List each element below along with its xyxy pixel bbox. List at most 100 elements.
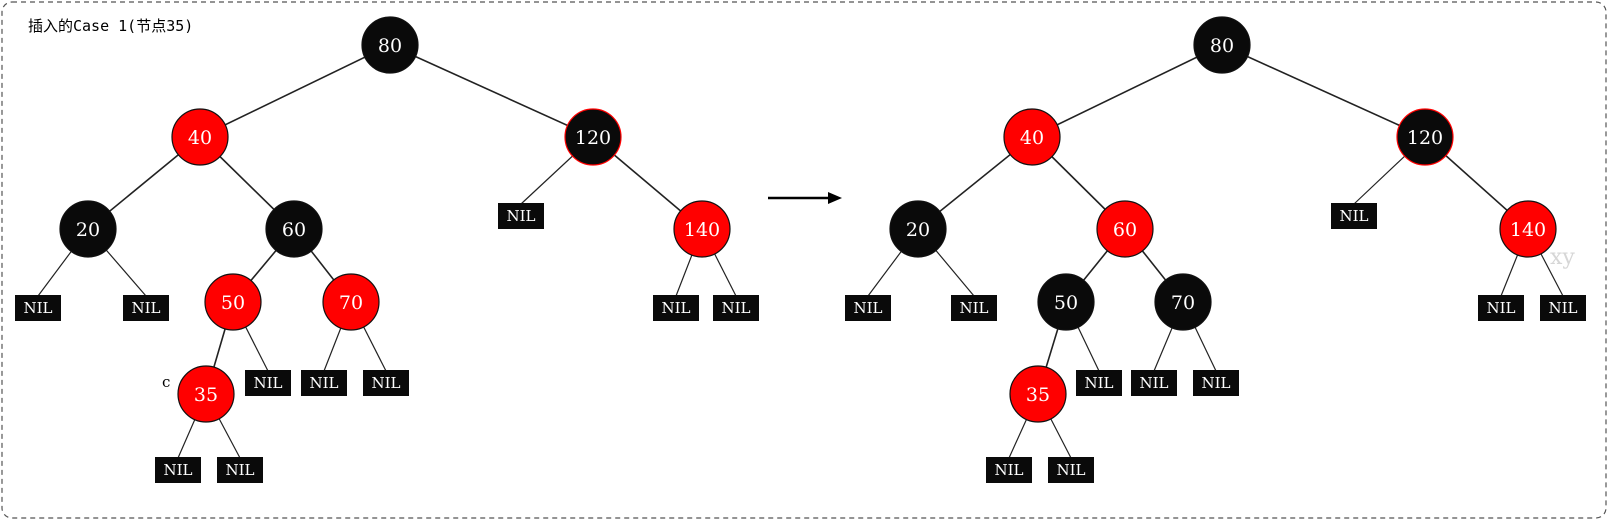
after-nil-leaf-35-6: NIL (1048, 457, 1094, 483)
after-edge-80-40 (1031, 44, 1223, 138)
after-nil-label: NIL (1201, 374, 1230, 392)
before-node-circle-70 (322, 273, 380, 331)
diagram-title: 插入的Case 1(节点35) (28, 17, 193, 35)
after-edge-80-120 (1221, 44, 1426, 138)
before-nil-box (301, 370, 347, 396)
after-nil-box (1331, 203, 1377, 229)
after-node-label-35: 35 (1026, 384, 1050, 406)
before-node-circle-35 (177, 365, 235, 423)
before-nil-label: NIL (225, 461, 254, 479)
before-node-circle-120 (564, 108, 622, 166)
before-nil-label: NIL (23, 299, 52, 317)
after-nil-box (986, 457, 1032, 483)
after-nil-label: NIL (1339, 207, 1368, 225)
after-nil-box (1076, 370, 1122, 396)
before-nil-label: NIL (721, 299, 750, 317)
before-node-circle-20 (59, 200, 117, 258)
before-nil-leaf-35-5: NIL (155, 457, 201, 483)
after-node-40: 40 (1003, 108, 1061, 166)
after-nil-leaf-35-5: NIL (986, 457, 1032, 483)
after-nil-box (1048, 457, 1094, 483)
after-nil-leaf-120-7: NIL (1331, 203, 1377, 229)
after-nil-label: NIL (994, 461, 1023, 479)
after-node-circle-20 (889, 200, 947, 258)
after-node-label-60: 60 (1113, 219, 1137, 241)
after-node-60: 60 (1096, 200, 1154, 258)
after-nil-box (1540, 295, 1586, 321)
after-nil-box (1478, 295, 1524, 321)
after-node-circle-120 (1396, 108, 1454, 166)
before-node-label-80: 80 (378, 35, 402, 57)
after-node-label-70: 70 (1171, 292, 1195, 314)
after-nil-leaf-140-9: NIL (1540, 295, 1586, 321)
after-node-35: 35 (1009, 365, 1067, 423)
before-nil-leaf-50-2: NIL (245, 370, 291, 396)
after-nil-label: NIL (1486, 299, 1515, 317)
before-nil-box (123, 295, 169, 321)
before-nil-leaf-140-9: NIL (713, 295, 759, 321)
after-node-label-20: 20 (906, 219, 930, 241)
before-node-50: 50 (204, 273, 262, 331)
before-nil-box (155, 457, 201, 483)
before-nil-box (653, 295, 699, 321)
after-node-circle-50 (1037, 273, 1095, 331)
before-nil-leaf-20-1: NIL (123, 295, 169, 321)
before-node-label-50: 50 (221, 292, 245, 314)
after-node-20: 20 (889, 200, 947, 258)
before-nil-box (363, 370, 409, 396)
before-node-circle-140 (673, 200, 731, 258)
watermark: xy (1550, 245, 1575, 270)
before-edge-80-40 (199, 44, 391, 138)
before-node-140: 140 (673, 200, 731, 258)
after-nil-leaf-140-8: NIL (1478, 295, 1524, 321)
before-node-35: 35 (177, 365, 235, 423)
before-nil-leaf-70-4: NIL (363, 370, 409, 396)
edges-layer (37, 44, 1564, 459)
before-nil-leaf-20-0: NIL (15, 295, 61, 321)
before-node-circle-50 (204, 273, 262, 331)
after-node-label-50: 50 (1054, 292, 1078, 314)
after-node-circle-35 (1009, 365, 1067, 423)
after-nil-leaf-70-3: NIL (1131, 370, 1177, 396)
before-nil-leaf-140-8: NIL (653, 295, 699, 321)
after-nil-leaf-20-1: NIL (951, 295, 997, 321)
after-nil-box (845, 295, 891, 321)
after-nil-label: NIL (1548, 299, 1577, 317)
after-nil-leaf-20-0: NIL (845, 295, 891, 321)
before-nil-label: NIL (371, 374, 400, 392)
before-node-label-60: 60 (282, 219, 306, 241)
before-nil-leaf-120-7: NIL (498, 203, 544, 229)
after-nil-box (1193, 370, 1239, 396)
before-node-label-40: 40 (188, 127, 212, 149)
before-node-120: 120 (564, 108, 622, 166)
current-node-marker: c (162, 373, 170, 391)
before-nil-label: NIL (661, 299, 690, 317)
before-node-40: 40 (171, 108, 229, 166)
before-nil-box (15, 295, 61, 321)
after-nil-box (951, 295, 997, 321)
before-node-circle-60 (265, 200, 323, 258)
after-nil-label: NIL (959, 299, 988, 317)
after-node-50: 50 (1037, 273, 1095, 331)
before-nil-label: NIL (506, 207, 535, 225)
before-nil-label: NIL (309, 374, 338, 392)
after-node-circle-70 (1154, 273, 1212, 331)
after-node-circle-40 (1003, 108, 1061, 166)
after-node-label-140: 140 (1510, 219, 1546, 241)
after-node-80: 80 (1193, 16, 1251, 74)
transition-arrow (768, 192, 842, 204)
before-node-circle-80 (361, 16, 419, 74)
before-nil-leaf-70-3: NIL (301, 370, 347, 396)
before-node-label-70: 70 (339, 292, 363, 314)
before-node-80: 80 (361, 16, 419, 74)
before-nil-box (498, 203, 544, 229)
after-node-circle-80 (1193, 16, 1251, 74)
before-nil-label: NIL (131, 299, 160, 317)
before-node-20: 20 (59, 200, 117, 258)
after-nil-label: NIL (1084, 374, 1113, 392)
before-node-label-140: 140 (684, 219, 720, 241)
after-node-circle-60 (1096, 200, 1154, 258)
